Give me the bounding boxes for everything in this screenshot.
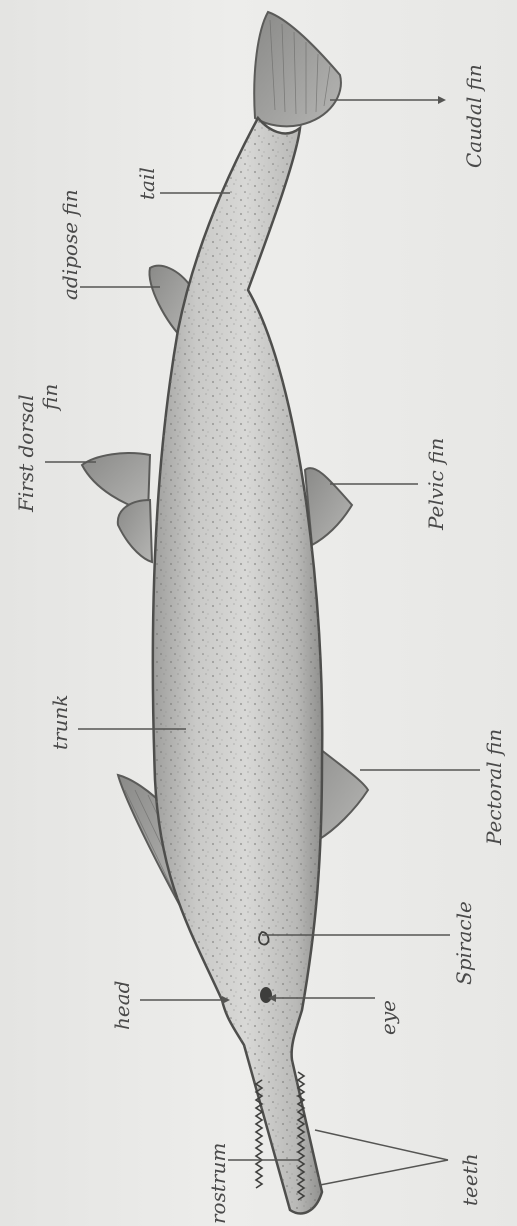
pelvic-fin-shape [305, 468, 352, 545]
eye-shape [260, 987, 272, 1003]
label-rostrum: rostrum [206, 1143, 230, 1224]
caudal-fin-shape [254, 12, 341, 126]
label-head: head [110, 981, 134, 1030]
label-eye: eye [376, 1000, 400, 1035]
label-first-dorsal-line2: fin [38, 384, 62, 410]
second-dorsal-lobe-shape [118, 500, 152, 562]
label-teeth: teeth [458, 1153, 482, 1206]
label-adipose-fin: adipose fin [58, 189, 82, 300]
label-pectoral-fin: Pectoral fin [482, 729, 506, 845]
label-pelvic-fin: Pelvic fin [424, 438, 448, 530]
label-tail: tail [135, 167, 159, 200]
label-trunk: trunk [48, 695, 72, 750]
label-spiracle: Spiracle [452, 901, 476, 985]
label-caudal-fin: Caudal fin [462, 64, 486, 168]
label-first-dorsal-line1: First dorsal [14, 395, 38, 512]
